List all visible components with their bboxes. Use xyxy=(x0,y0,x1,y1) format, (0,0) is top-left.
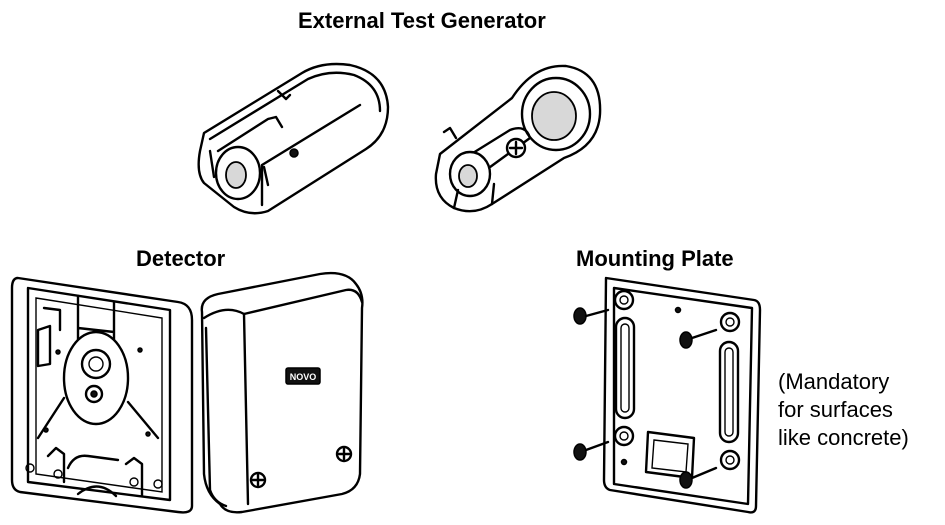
mounting-plate-title: Mounting Plate xyxy=(576,246,734,271)
note-line-2: for surfaces xyxy=(778,397,893,422)
brand-badge-text: NOVO xyxy=(290,372,317,382)
test-generator-open-illustration xyxy=(430,58,610,218)
detector-title: Detector xyxy=(136,246,226,271)
mounting-plate-illustration xyxy=(566,272,766,516)
detector-back-illustration xyxy=(8,268,200,516)
brand-badge xyxy=(285,367,321,385)
generator-title: External Test Generator xyxy=(298,8,546,33)
mandatory-note: (Mandatory for surfaces like concrete) xyxy=(778,368,909,452)
detector-front-illustration: NOVO xyxy=(196,268,366,518)
note-line-1: (Mandatory xyxy=(778,369,890,394)
note-line-3: like concrete) xyxy=(778,425,909,450)
test-generator-closed-illustration xyxy=(190,55,400,220)
